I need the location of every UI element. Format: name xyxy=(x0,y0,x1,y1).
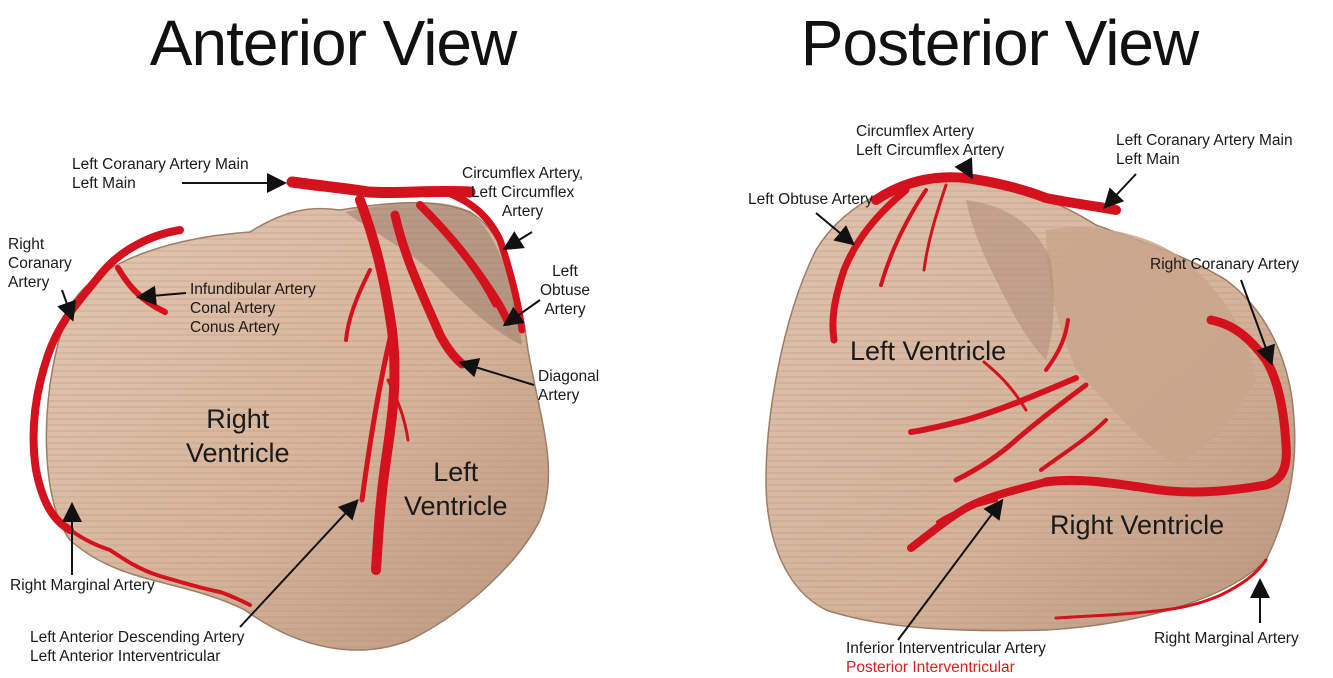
label-right-coronary-artery: Right Coranary Artery xyxy=(8,235,72,292)
arrow-circumflex xyxy=(506,232,532,248)
label-posterior-interventricular: Posterior Interventricular xyxy=(846,658,1015,677)
arrow-infundibular xyxy=(140,293,186,297)
label-left-coronary-main: Left Coranary Artery Main Left Main xyxy=(72,155,249,193)
arrow-inferior-iv xyxy=(898,502,1001,640)
arrow-right-coronary-posterior xyxy=(1241,280,1271,362)
label-diagonal-artery: Diagonal Artery xyxy=(538,367,599,405)
label-circumflex-artery: Circumflex Artery, Left Circumflex Arter… xyxy=(462,164,583,221)
label-infundibular-artery: Infundibular Artery Conal Artery Conus A… xyxy=(190,280,316,337)
label-lca-main-posterior: Left Coranary Artery Main Left Main xyxy=(1116,131,1293,169)
arrow-left-obtuse-posterior xyxy=(816,213,852,243)
label-left-obtuse-posterior: Left Obtuse Artery xyxy=(748,190,873,209)
label-right-marginal-artery: Right Marginal Artery xyxy=(10,576,155,595)
region-left-ventricle-anterior: Left Ventricle xyxy=(404,455,508,523)
label-inferior-interventricular: Inferior Interventricular Artery xyxy=(846,639,1046,658)
label-lad-artery: Left Anterior Descending Artery Left Ant… xyxy=(30,628,245,666)
region-right-ventricle-anterior: Right Ventricle xyxy=(186,402,290,470)
arrow-obtuse xyxy=(506,300,540,324)
region-left-ventricle-posterior: Left Ventricle xyxy=(850,334,1006,368)
arrow-circumflex-posterior xyxy=(966,167,971,176)
label-left-obtuse-artery: Left Obtuse Artery xyxy=(540,262,590,319)
arrow-right-coronary xyxy=(62,290,72,318)
arrow-diagonal xyxy=(462,363,534,385)
posterior-view-panel: Posterior View xyxy=(666,0,1333,678)
anterior-view-panel: Anterior View xyxy=(0,0,666,678)
arrow-lca-main-posterior xyxy=(1106,174,1136,206)
label-circumflex-posterior: Circumflex Artery Left Circumflex Artery xyxy=(856,122,1004,160)
label-right-marginal-posterior: Right Marginal Artery xyxy=(1154,629,1299,648)
region-right-ventricle-posterior: Right Ventricle xyxy=(1050,508,1224,542)
arrow-lad xyxy=(240,502,356,627)
label-right-coronary-posterior: Right Coranary Artery xyxy=(1150,255,1299,274)
